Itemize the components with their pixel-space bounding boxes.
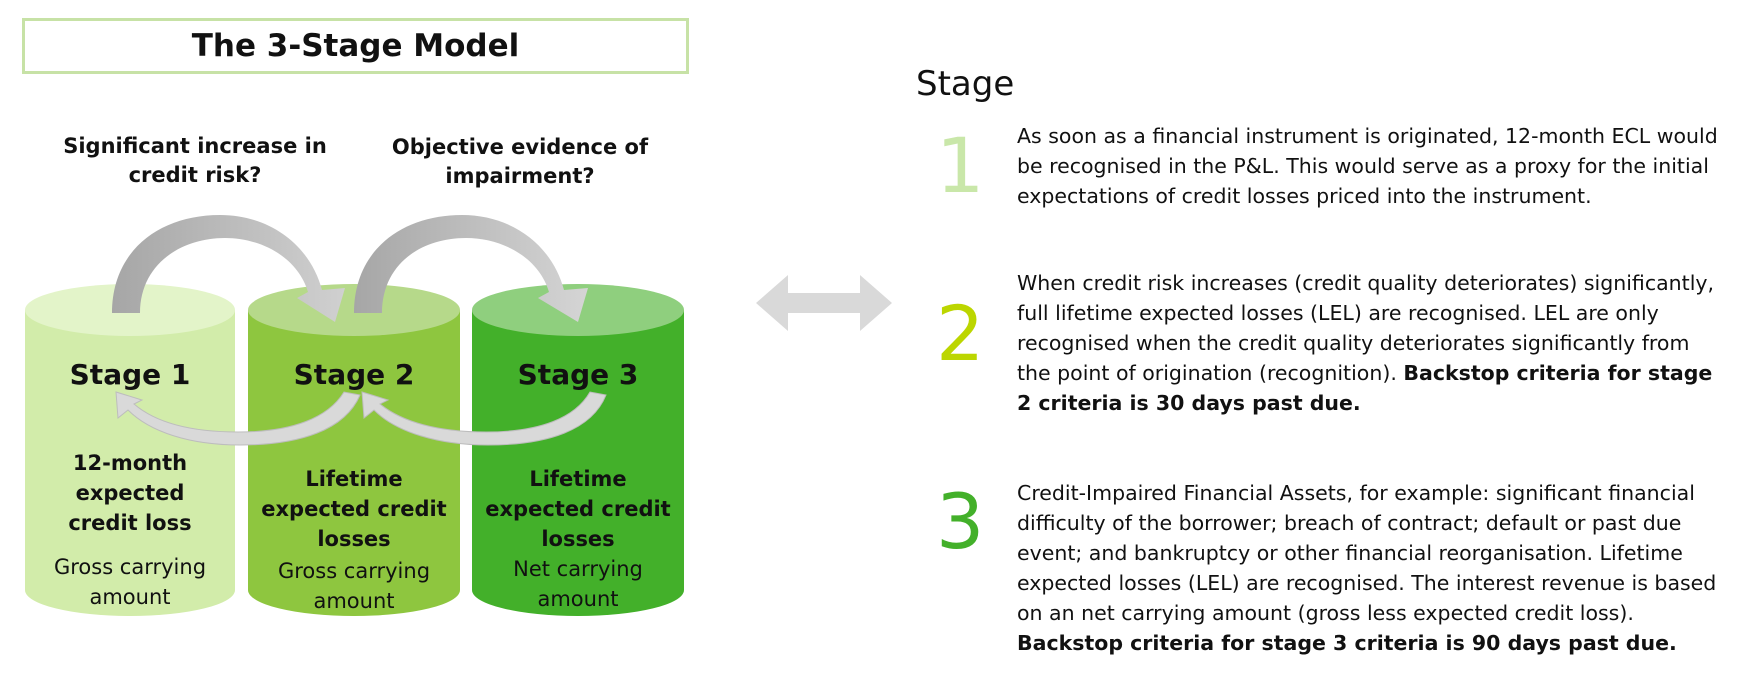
arrow-stage3-to-stage2: [361, 391, 607, 446]
stage1-number: 1: [936, 121, 985, 210]
stage3-backstop: Backstop criteria for stage 3 criteria i…: [1017, 631, 1677, 655]
stage2-name: Stage 2: [293, 358, 415, 391]
stage1-loss: 12-month expected credit loss: [68, 451, 192, 535]
stage2-description: When credit risk increases (credit quali…: [1017, 268, 1722, 418]
double-arrow-icon: [756, 275, 892, 331]
stage3-name: Stage 3: [517, 358, 639, 391]
stage3-carrying: Net carrying amount: [513, 557, 643, 611]
stage1-carry-group: Gross carrying amount: [40, 552, 220, 612]
stage2-carrying: Gross carrying amount: [277, 559, 431, 613]
stage3-description-text: Credit-Impaired Financial Assets, for ex…: [1017, 481, 1717, 625]
stage2-backstop: Backstop criteria for stage 2 criteria i…: [1017, 361, 1713, 415]
stage2-number: 2: [936, 289, 985, 378]
arrow-stage2-to-stage3: [354, 215, 588, 322]
arrow-stage1-to-stage2: [112, 215, 345, 322]
stage3-loss-group: Lifetime expected credit losses: [478, 464, 678, 554]
stage1-label-group: Stage 1: [25, 358, 235, 391]
question-impairment: Objective evidence of impairment?: [391, 135, 649, 188]
stage1-loss-group: 12-month expected credit loss: [40, 448, 220, 538]
stage3-description: Credit-Impaired Financial Assets, for ex…: [1017, 478, 1722, 658]
stage-heading: Stage: [916, 64, 1015, 104]
question-credit-risk: Significant increase in credit risk?: [63, 134, 327, 187]
stage2-carry-group: Gross carrying amount: [264, 556, 444, 616]
stage2-loss-group: Lifetime expected credit losses: [254, 464, 454, 554]
stage3-loss: Lifetime expected credit losses: [485, 467, 671, 551]
stage1-description-text: As soon as a financial instrument is ori…: [1017, 124, 1718, 208]
stage2-loss: Lifetime expected credit losses: [261, 467, 447, 551]
stage1-carrying: Gross carrying amount: [53, 555, 207, 609]
stage1-description: As soon as a financial instrument is ori…: [1017, 121, 1722, 211]
stage1-name: Stage 1: [69, 358, 191, 391]
stage3-label-group: Stage 3: [472, 358, 684, 391]
arrow-stage2-to-stage1: [115, 391, 361, 446]
stage3-carry-group: Net carrying amount: [488, 554, 668, 614]
stage2-description-text: When credit risk increases (credit quali…: [1017, 271, 1715, 385]
stage3-number: 3: [936, 477, 985, 566]
stage2-label-group: Stage 2: [248, 358, 460, 391]
diagram-title: The 3-Stage Model: [22, 18, 689, 74]
